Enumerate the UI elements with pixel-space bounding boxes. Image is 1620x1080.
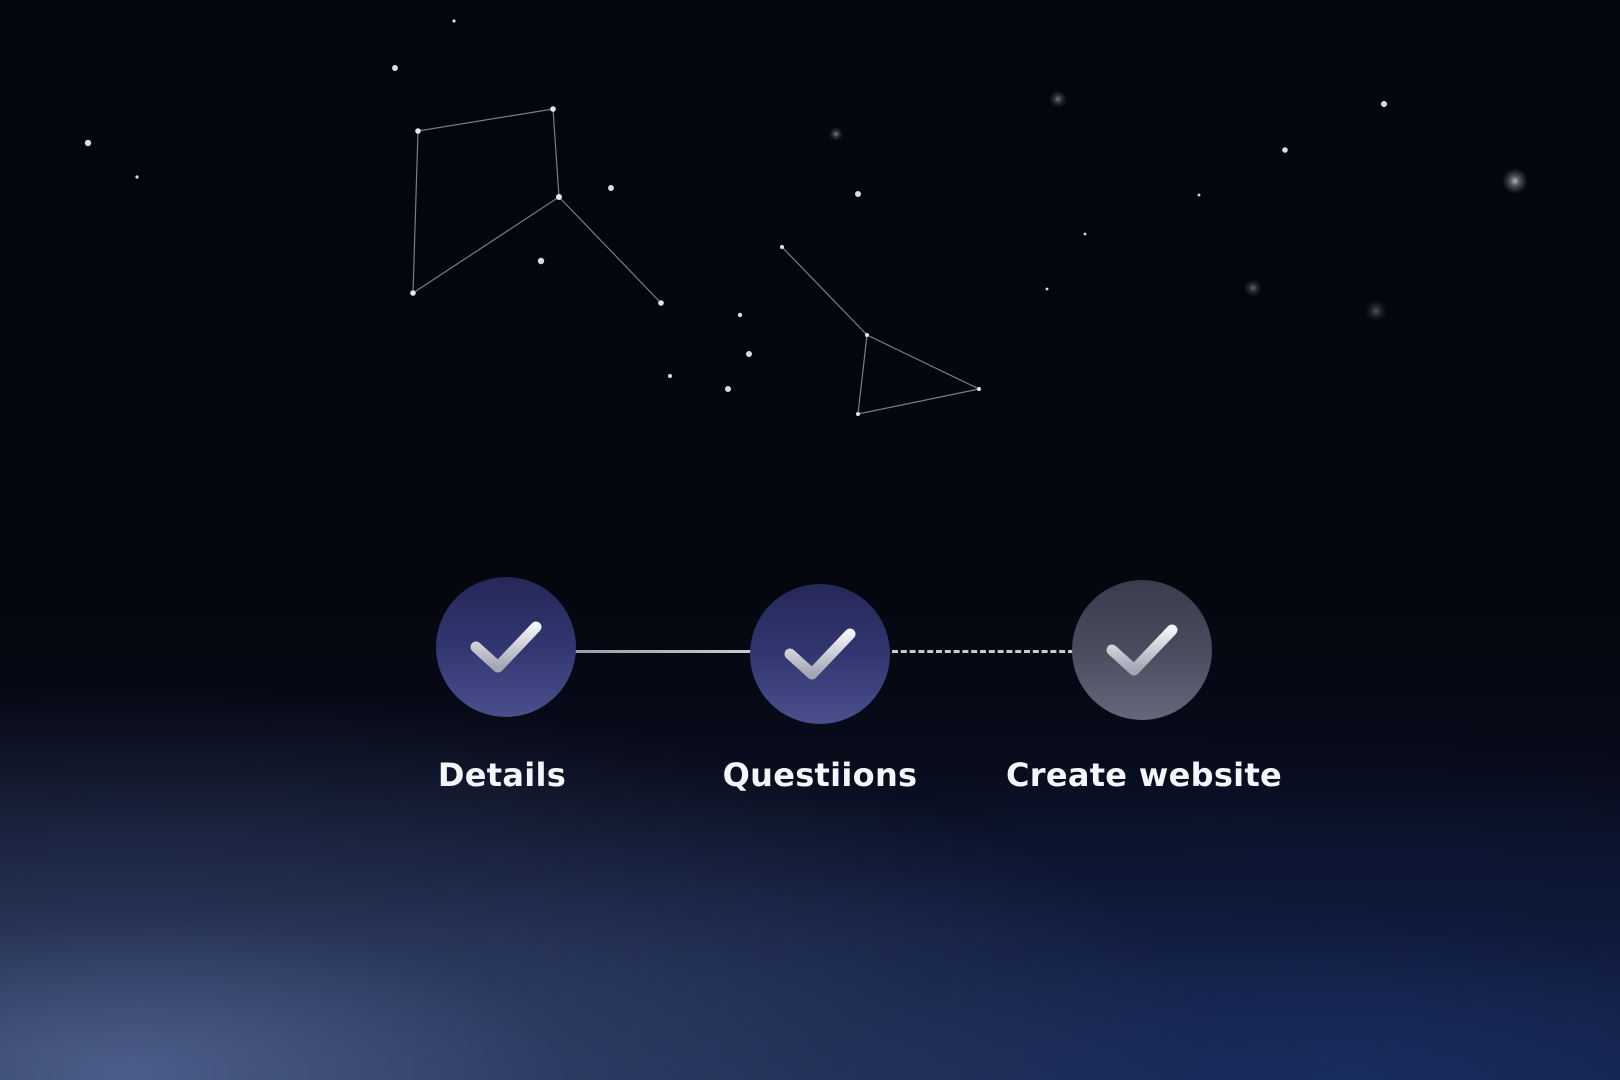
step-label-questions: Questiions	[722, 756, 918, 794]
step-label-details: Details	[437, 756, 567, 794]
check-icon	[470, 621, 542, 673]
step-create-website-indicator[interactable]	[1072, 580, 1212, 720]
check-icon	[1106, 624, 1178, 676]
step-details-indicator[interactable]	[436, 577, 576, 717]
connector-completed	[574, 650, 752, 653]
check-icon	[784, 628, 856, 680]
step-questions-indicator[interactable]	[750, 584, 890, 724]
connector-pending	[892, 650, 1074, 653]
step-label-create-website: Create website	[1005, 756, 1283, 794]
